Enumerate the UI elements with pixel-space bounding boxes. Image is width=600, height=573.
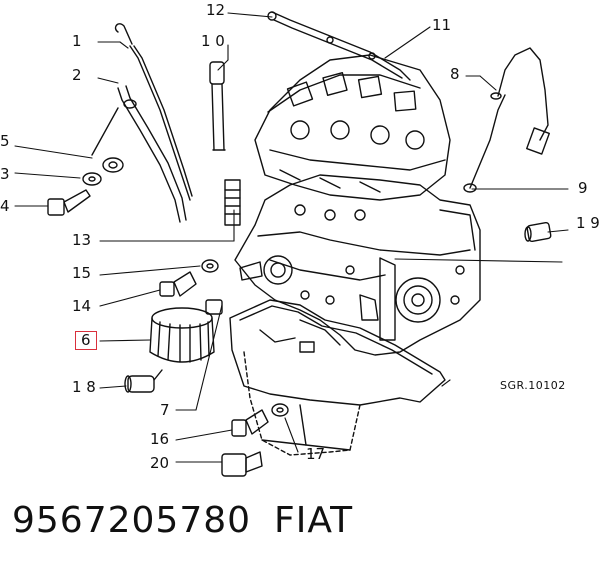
callout-20: 20	[150, 454, 170, 472]
callout-13: 13	[72, 231, 92, 249]
washer-15	[201, 259, 219, 273]
plug-18	[124, 369, 163, 393]
callout-18: 1 8	[72, 378, 96, 396]
sender-16	[231, 409, 269, 437]
leader-lines	[14, 12, 569, 463]
callout-2: 2	[72, 66, 82, 84]
cylinder-head	[254, 54, 451, 201]
oil-filler-tube	[209, 61, 226, 151]
sensor-8	[463, 47, 550, 193]
diagram-reference-code: SGR.10102	[500, 379, 566, 392]
callout-19: 1 9	[576, 214, 600, 232]
callout-16: 16	[150, 430, 170, 448]
part-number: 9567205780	[12, 500, 252, 541]
callout-3: 3	[0, 165, 10, 183]
drain-plug-20	[221, 451, 263, 477]
callout-6-highlighted: 6	[75, 331, 97, 350]
callout-17: 17	[306, 445, 326, 463]
callout-7: 7	[160, 401, 170, 419]
oil-filter	[149, 299, 223, 363]
dipstick-tube	[91, 85, 187, 223]
callout-4: 4	[0, 197, 10, 215]
callout-12: 12	[206, 1, 226, 19]
callout-8: 8	[450, 65, 460, 83]
callout-11: 11	[432, 16, 452, 34]
engine-block	[234, 174, 481, 356]
callout-10: 1 0	[201, 32, 225, 50]
oil-sump	[229, 299, 446, 456]
dipstick	[114, 23, 193, 201]
callout-15: 15	[72, 264, 92, 282]
relief-spring	[224, 179, 241, 226]
washer-17	[271, 403, 289, 417]
callout-14: 14	[72, 297, 92, 315]
brand-name: FIAT	[274, 500, 354, 541]
bolt-4	[47, 189, 91, 216]
callout-9: 9	[578, 179, 588, 197]
callout-1: 1	[72, 32, 82, 50]
callout-5: 5	[0, 132, 10, 150]
sender-14	[159, 271, 197, 297]
washers	[82, 157, 124, 186]
plug-19	[524, 221, 552, 243]
fuel-rail	[267, 11, 411, 81]
